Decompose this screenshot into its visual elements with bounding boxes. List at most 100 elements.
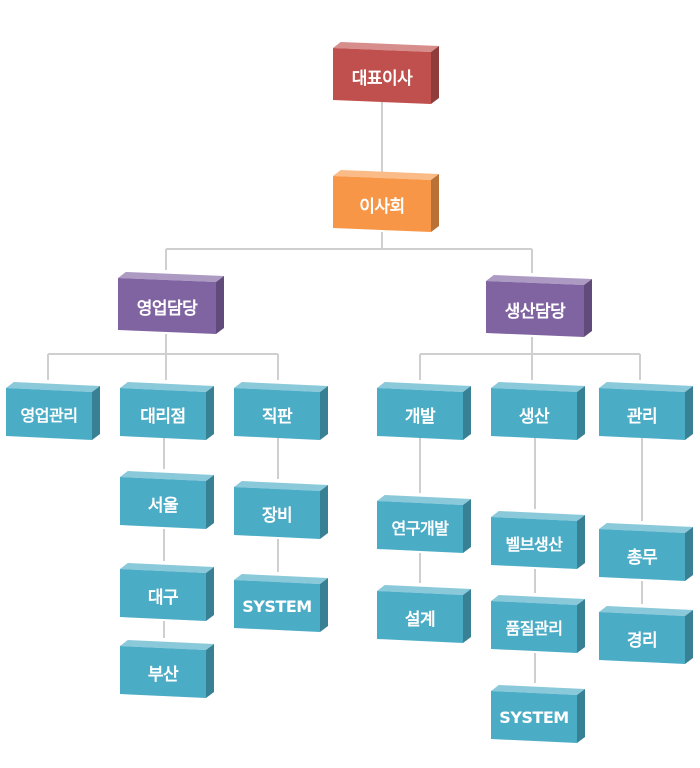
box-shape [333,42,439,104]
box-side-face [320,485,328,539]
box-shape [120,563,214,621]
box-top-face [234,481,328,491]
box-side-face [463,499,471,553]
box-side-face [577,599,585,653]
box-shape [120,471,214,529]
equipment-label: 장비 [261,505,293,526]
box-shape [333,170,439,232]
box-top-face [377,495,471,505]
general-affairs-box: 총무 [599,521,693,581]
box-top-face [377,585,471,595]
box-side-face [685,610,693,664]
board-box: 이사회 [333,168,439,232]
box-front-face [234,388,320,440]
management-label: 관리 [626,406,658,427]
accounting-box: 경리 [599,604,693,664]
box-front-face [234,487,320,539]
box-front-face [491,388,577,440]
development-box: 개발 [377,380,471,440]
box-top-face [120,471,214,481]
box-side-face [92,386,100,440]
daegu-label: 대구 [147,587,179,608]
box-top-face [599,523,693,533]
valve-production-label: 벨브생산 [505,535,563,554]
box-top-face [599,382,693,392]
box-top-face [234,382,328,392]
box-side-face [206,567,214,621]
board-label: 이사회 [359,196,405,217]
quality-management-box: 품질관리 [491,593,585,653]
box-front-face [234,580,320,632]
system-production-box: SYSTEM [491,683,585,743]
box-front-face [118,278,216,334]
manufacturing-label: 생산 [518,406,550,427]
design-box: 설계 [377,583,471,643]
box-side-face [216,276,224,334]
daegu-box: 대구 [120,561,214,621]
box-shape [120,640,214,698]
box-front-face [491,691,577,743]
box-shape [234,382,328,440]
box-front-face [377,501,463,553]
box-side-face [206,386,214,440]
management-box: 관리 [599,380,693,440]
box-top-face [599,606,693,616]
box-side-face [320,386,328,440]
research-development-label: 연구개발 [391,519,449,538]
box-top-face [234,574,328,584]
seoul-box: 서울 [120,469,214,529]
box-side-face [463,589,471,643]
box-shape [377,585,471,643]
box-front-face [377,388,463,440]
quality-management-label: 품질관리 [505,619,563,638]
design-label: 설계 [404,609,436,630]
sales-management-box: 영업관리 [6,380,100,440]
box-side-face [431,46,439,104]
dealer-label: 대리점 [140,406,186,427]
box-shape [6,382,100,440]
valve-production-box: 벨브생산 [491,509,585,569]
box-top-face [333,170,439,180]
system-sales-box: SYSTEM [234,572,328,632]
box-side-face [577,689,585,743]
box-top-face [377,382,471,392]
system-production-label: SYSTEM [499,707,569,727]
box-top-face [486,275,592,285]
box-side-face [577,386,585,440]
ceo-label: 대표이사 [351,68,413,89]
production-division-box: 생산담당 [486,273,592,337]
direct-sales-label: 직판 [261,406,293,427]
box-shape [599,606,693,664]
box-top-face [120,640,214,650]
box-shape [486,275,592,337]
box-front-face [486,281,584,337]
equipment-box: 장비 [234,479,328,539]
manufacturing-box: 생산 [491,380,585,440]
seoul-label: 서울 [147,495,179,516]
box-top-face [118,272,224,282]
box-shape [491,595,585,653]
box-top-face [333,42,439,52]
box-front-face [120,477,206,529]
box-shape [377,382,471,440]
box-shape [234,481,328,539]
box-front-face [599,612,685,664]
box-front-face [120,646,206,698]
box-side-face [584,279,592,337]
sales-division-label: 영업담당 [136,298,198,319]
box-top-face [491,685,585,695]
box-side-face [685,386,693,440]
box-front-face [6,388,92,440]
box-shape [120,382,214,440]
direct-sales-box: 직판 [234,380,328,440]
box-front-face [333,48,431,104]
box-top-face [491,511,585,521]
busan-label: 부산 [147,664,179,685]
dealer-box: 대리점 [120,380,214,440]
box-shape [377,495,471,553]
development-label: 개발 [404,406,436,427]
box-shape [491,511,585,569]
box-front-face [333,176,431,232]
